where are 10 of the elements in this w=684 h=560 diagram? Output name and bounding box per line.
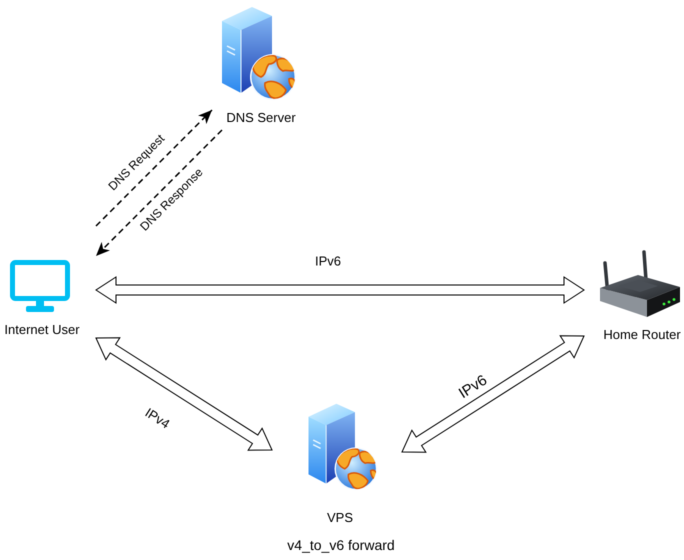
node-label: VPS <box>326 510 354 526</box>
node-label: Internet User <box>3 322 81 338</box>
arrow <box>95 109 213 227</box>
block-arrow <box>95 337 273 451</box>
block-arrow <box>95 276 585 304</box>
caption-text: v4_to_v6 forward <box>286 537 396 554</box>
block-arrow <box>401 335 585 453</box>
arrow <box>95 129 223 257</box>
node-label: DNS Server <box>225 110 297 126</box>
node-label: Home Router <box>602 327 682 343</box>
